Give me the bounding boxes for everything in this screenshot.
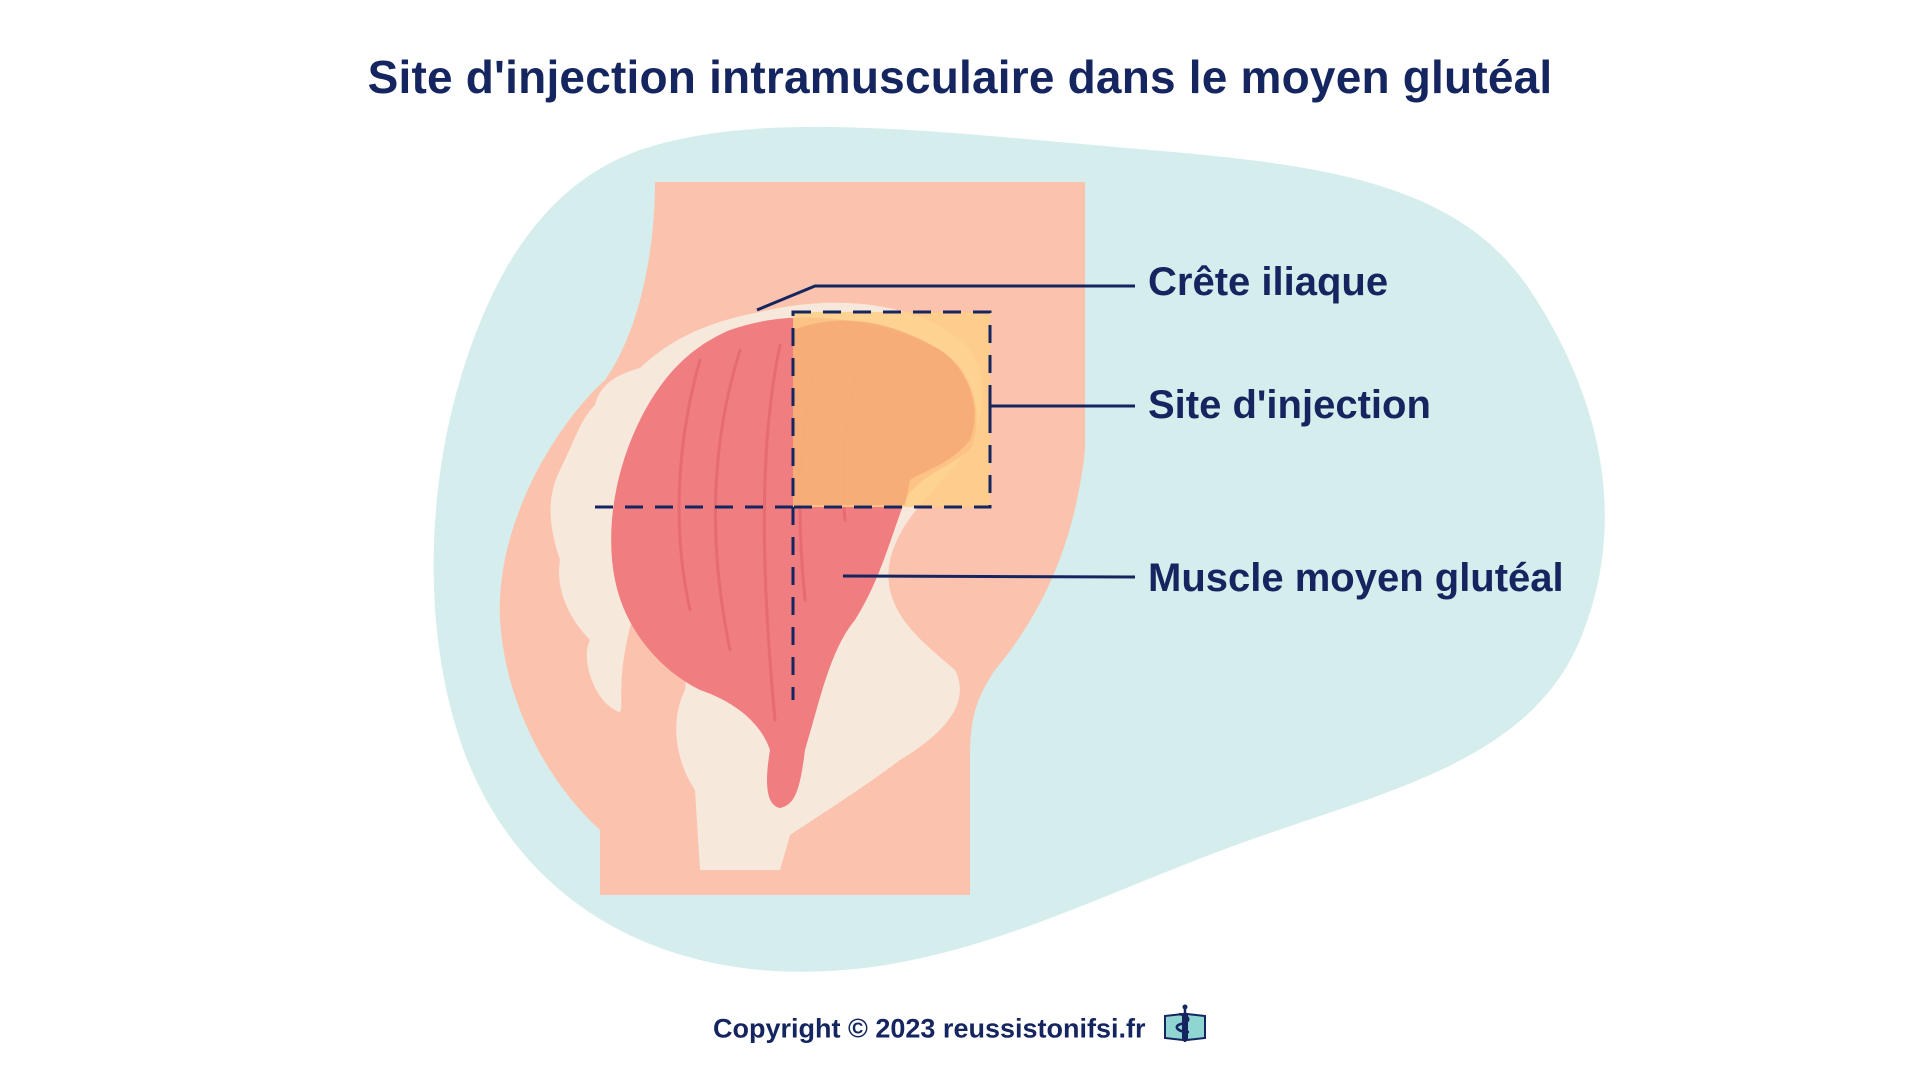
injection-site-leader [988, 395, 1135, 418]
footer: Copyright © 2023 reussistonifsi.fr [0, 1004, 1920, 1049]
quadrant-guides [595, 310, 992, 700]
book-caduceus-icon [1163, 1004, 1207, 1049]
injection-zone-muscle-overlap [793, 320, 975, 505]
iliac-crest-label: Crête iliaque [1148, 260, 1389, 304]
gluteus-medius-leader [842, 574, 1136, 579]
iliac-crest-leader [756, 284, 1135, 312]
gluteus-medius-label: Muscle moyen glutéal [1148, 556, 1564, 600]
injection-site-label: Site d'injection [1148, 383, 1431, 427]
page-title: Site d'injection intramusculaire dans le… [367, 51, 1553, 103]
copyright-text: Copyright © 2023 reussistonifsi.fr [712, 1013, 1146, 1044]
